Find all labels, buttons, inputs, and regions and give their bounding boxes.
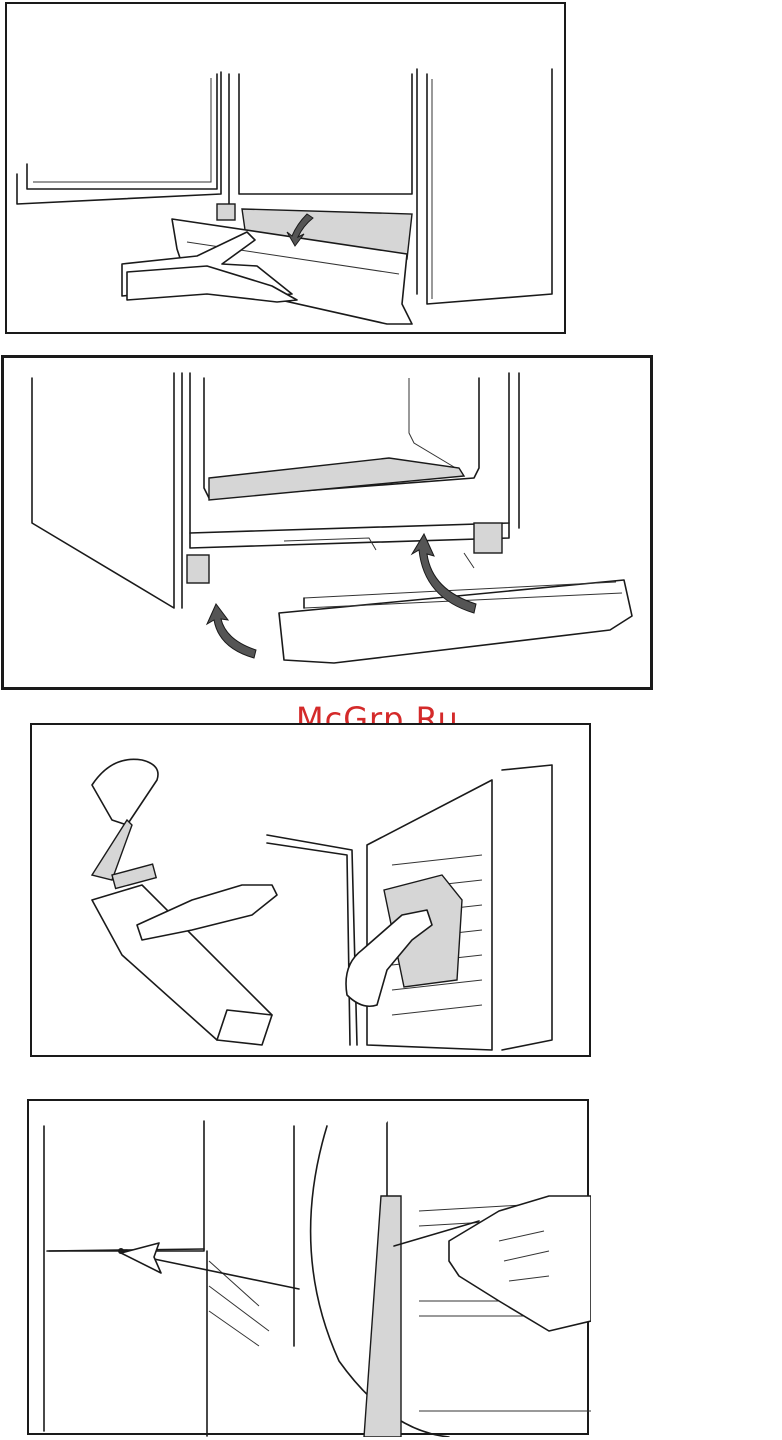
illustration-remove-plinth <box>5 2 566 334</box>
illustration-refit-plinth <box>1 355 653 690</box>
clean-parts-drawing <box>32 725 593 1059</box>
cabinet-side <box>32 373 174 608</box>
hand-icon <box>92 759 158 825</box>
remove-plinth-drawing <box>7 4 568 336</box>
hand-icon <box>449 1196 591 1331</box>
plinth-panel <box>279 580 632 663</box>
illustration-clear-drain-hole <box>27 1099 589 1435</box>
refit-plinth-drawing <box>4 358 650 687</box>
door-outline <box>27 74 217 189</box>
bracket-right <box>474 523 502 553</box>
illustration-clean-parts <box>30 723 591 1057</box>
clear-drain-hole-drawing <box>29 1101 591 1437</box>
pointer-arrow-icon <box>121 1243 161 1273</box>
hinge <box>217 204 235 220</box>
bracket-left <box>187 555 209 583</box>
curved-arrow-icon <box>207 604 256 658</box>
